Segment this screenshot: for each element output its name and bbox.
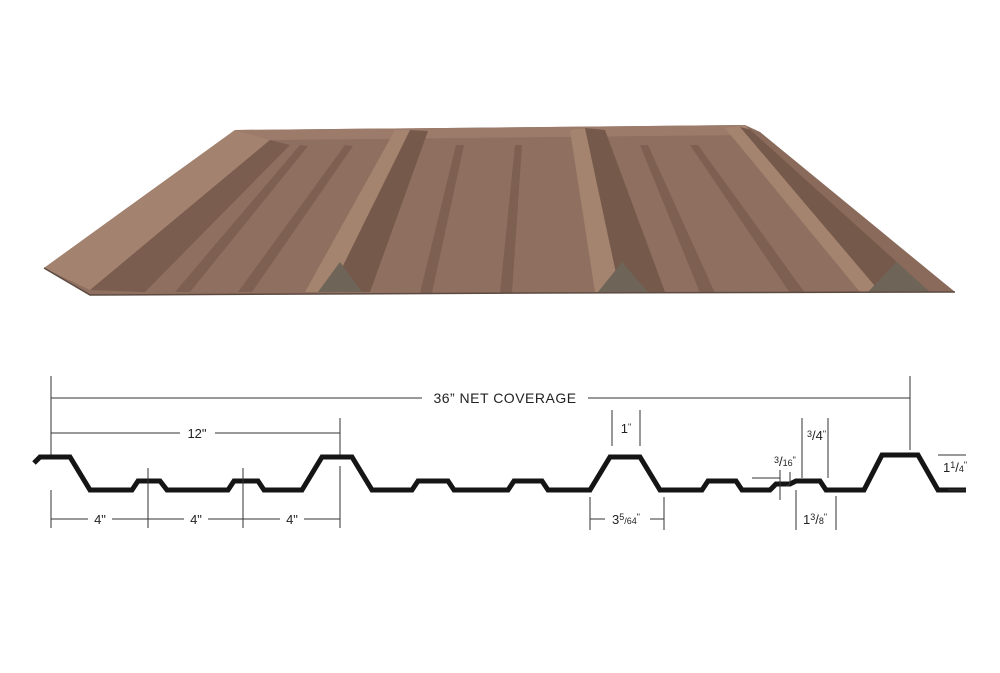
major-rib-4-shade: [740, 127, 930, 292]
minor-spacing-label-2: 4": [190, 512, 202, 527]
minor-spacing-label-1: 4": [94, 512, 106, 527]
rib-height-label: 11/4": [943, 460, 967, 475]
major-rib-3-shade: [585, 128, 665, 292]
major-rib-1: [44, 130, 270, 290]
panel-front-edge: [43, 267, 956, 296]
minor-spacing-label-3: 4": [286, 512, 298, 527]
minor-rib-right-2: [690, 145, 805, 293]
minor-rib-left-2: [238, 145, 353, 292]
major-rib-2-underside: [318, 262, 362, 292]
roof-panel-illustration: [43, 125, 956, 296]
minor-rib-right-1: [640, 145, 715, 293]
major-rib-1-shade: [90, 140, 290, 292]
panel-profile-line: [32, 452, 966, 493]
minor-rib-center-2: [500, 145, 522, 293]
panel-far-edge: [235, 125, 745, 140]
net-coverage-label: 36” NET COVERAGE: [433, 390, 576, 406]
major-rib-4-underside: [868, 258, 935, 292]
stiffener-depth-label: 3/16": [774, 454, 796, 469]
minor-rib-width-label: 13/8": [803, 512, 827, 527]
profile-section: 36” NET COVERAGE 12" 4" 4" 4" 1" 35/64": [32, 376, 967, 530]
panel-right-lip: [745, 125, 955, 292]
stiffener-hook: [785, 472, 791, 487]
minor-rib-center-1: [420, 145, 464, 293]
rib-base-width-label: 35/64": [612, 512, 640, 527]
rib-top-width-label: 1": [621, 421, 631, 436]
minor-rib-left-1: [175, 145, 308, 292]
major-rib-2-shade: [330, 130, 428, 292]
rib-spacing-label: 12": [187, 426, 206, 441]
minor-rib-height-label: 3/4": [807, 428, 826, 443]
major-rib-3-underside: [598, 262, 648, 292]
